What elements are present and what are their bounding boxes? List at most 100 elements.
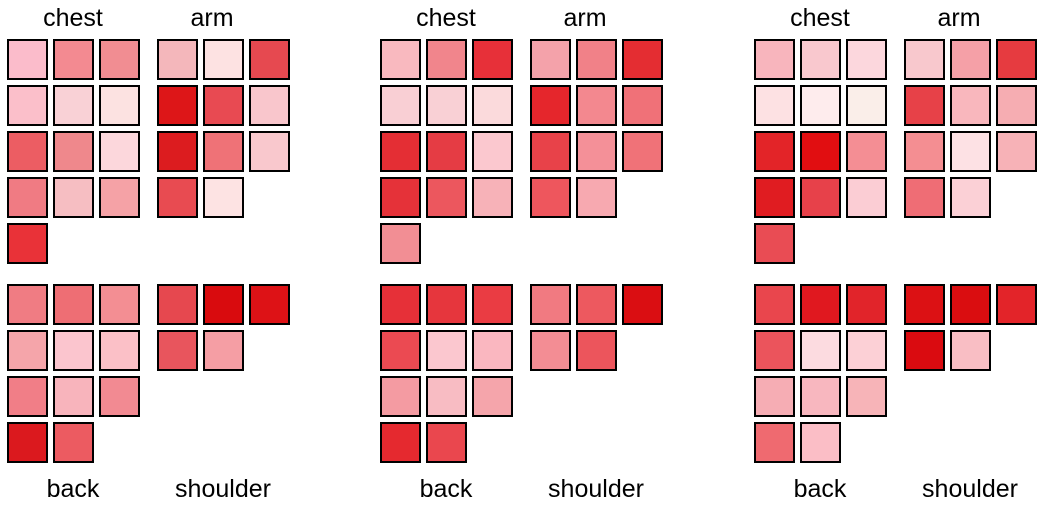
arm-cell (530, 85, 571, 126)
back-cell (754, 330, 795, 371)
shoulder-label: shoulder (548, 475, 644, 503)
back-cell (426, 376, 467, 417)
back-label: back (419, 475, 473, 503)
arm-cell (249, 131, 290, 172)
back-label: back (793, 475, 847, 503)
back-cell (846, 376, 887, 417)
back-label: back (46, 475, 100, 503)
arm-cell (576, 85, 617, 126)
arm-cell (950, 177, 991, 218)
chest-cell (7, 39, 48, 80)
chest-cell (7, 223, 48, 264)
shoulder-cell (249, 284, 290, 325)
arm-cell (157, 177, 198, 218)
chest-cell (99, 85, 140, 126)
panel-2: chest arm back shoulder (380, 0, 680, 505)
chest-cell (99, 177, 140, 218)
back-cell (472, 330, 513, 371)
chest-cell (846, 85, 887, 126)
back-cell (426, 330, 467, 371)
shoulder-cell (996, 284, 1037, 325)
back-cell (800, 330, 841, 371)
shoulder-cell (530, 284, 571, 325)
shoulder-cell (904, 330, 945, 371)
arm-cell (904, 39, 945, 80)
arm-cell (996, 85, 1037, 126)
arm-label: arm (937, 4, 981, 32)
back-cell (7, 330, 48, 371)
arm-label: arm (563, 4, 607, 32)
shoulder-cell (576, 284, 617, 325)
chest-cell (380, 131, 421, 172)
arm-cell (950, 85, 991, 126)
chest-cell (846, 131, 887, 172)
chest-cell (800, 177, 841, 218)
arm-cell (950, 39, 991, 80)
arm-cell (203, 39, 244, 80)
arm-cell (950, 131, 991, 172)
chest-cell (380, 85, 421, 126)
chest-cell (426, 131, 467, 172)
panel-3: chest arm back shoulder (754, 0, 1054, 505)
back-cell (800, 284, 841, 325)
chest-cell (754, 223, 795, 264)
arm-cell (904, 131, 945, 172)
chest-cell (472, 177, 513, 218)
chest-cell (754, 39, 795, 80)
chest-label: chest (416, 4, 476, 32)
chest-cell (380, 177, 421, 218)
arm-cell (904, 177, 945, 218)
chest-cell (380, 223, 421, 264)
arm-cell (203, 131, 244, 172)
back-cell (846, 284, 887, 325)
shoulder-cell (157, 284, 198, 325)
chest-cell (53, 85, 94, 126)
chest-cell (99, 131, 140, 172)
arm-cell (996, 131, 1037, 172)
arm-cell (530, 131, 571, 172)
shoulder-label: shoulder (175, 475, 271, 503)
back-cell (426, 422, 467, 463)
back-cell (53, 422, 94, 463)
back-cell (99, 330, 140, 371)
chest-cell (846, 177, 887, 218)
chest-cell (472, 131, 513, 172)
chest-cell (754, 131, 795, 172)
chest-cell (754, 177, 795, 218)
arm-cell (904, 85, 945, 126)
chest-cell (472, 85, 513, 126)
back-cell (380, 376, 421, 417)
back-cell (7, 422, 48, 463)
arm-cell (249, 85, 290, 126)
chest-cell (7, 131, 48, 172)
shoulder-cell (576, 330, 617, 371)
arm-cell (157, 85, 198, 126)
shoulder-cell (950, 284, 991, 325)
back-cell (472, 376, 513, 417)
shoulder-cell (203, 284, 244, 325)
back-cell (754, 422, 795, 463)
arm-cell (576, 177, 617, 218)
chest-cell (53, 177, 94, 218)
arm-cell (622, 39, 663, 80)
back-cell (380, 284, 421, 325)
arm-cell (530, 177, 571, 218)
back-cell (53, 284, 94, 325)
chest-cell (800, 39, 841, 80)
shoulder-cell (530, 330, 571, 371)
chest-cell (426, 39, 467, 80)
chest-cell (846, 39, 887, 80)
arm-cell (622, 85, 663, 126)
chest-cell (99, 39, 140, 80)
chest-cell (380, 39, 421, 80)
arm-cell (203, 177, 244, 218)
chest-cell (53, 39, 94, 80)
chest-label: chest (790, 4, 850, 32)
chest-cell (472, 39, 513, 80)
shoulder-cell (157, 330, 198, 371)
arm-cell (157, 39, 198, 80)
chest-label: chest (43, 4, 103, 32)
shoulder-label: shoulder (922, 475, 1018, 503)
